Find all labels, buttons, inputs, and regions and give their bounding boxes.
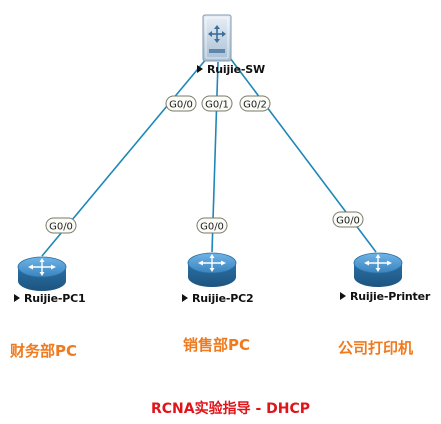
port-label-printer-g0-0: G0/0 — [332, 211, 364, 228]
router-icon-pc2[interactable] — [187, 252, 237, 287]
port-label-sw-g0-0: G0/0 — [165, 95, 197, 112]
printer-name-label: Ruijie-Printer — [340, 290, 430, 303]
switch-icon[interactable] — [202, 14, 232, 62]
pc1-name: Ruijie-PC1 — [24, 292, 86, 305]
dept-label-finance: 财务部PC — [10, 342, 78, 360]
port-label-sw-g0-1: G0/1 — [201, 95, 233, 112]
svg-text:G0/1: G0/1 — [205, 100, 229, 111]
switch-name: Ruijie-SW — [207, 63, 265, 76]
svg-text:G0/0: G0/0 — [49, 222, 73, 233]
dept-label-sales: 销售部PC — [183, 336, 251, 354]
play-arrow-icon — [14, 294, 20, 302]
port-label-pc2-g0-0: G0/0 — [196, 217, 228, 234]
pc1-name-label: Ruijie-PC1 — [14, 292, 86, 305]
dept-label-printer: 公司打印机 — [338, 339, 414, 357]
router-icon-pc1[interactable] — [17, 256, 67, 291]
play-arrow-icon — [197, 65, 203, 73]
pc2-name: Ruijie-PC2 — [192, 292, 254, 305]
play-arrow-icon — [182, 294, 188, 302]
switch-name-label: Ruijie-SW — [197, 63, 265, 76]
svg-text:G0/0: G0/0 — [200, 222, 224, 233]
svg-text:G0/0: G0/0 — [336, 216, 360, 227]
port-label-sw-g0-2: G0/2 — [239, 95, 271, 112]
diagram-caption: RCNA实验指导 - DHCP — [151, 401, 311, 417]
port-label-pc1-g0-0: G0/0 — [45, 217, 77, 234]
printer-name: Ruijie-Printer — [350, 290, 431, 303]
router-icon-printer[interactable] — [353, 252, 403, 287]
svg-text:G0/0: G0/0 — [169, 100, 193, 111]
svg-text:G0/2: G0/2 — [243, 100, 267, 111]
pc2-name-label: Ruijie-PC2 — [182, 292, 254, 305]
play-arrow-icon — [340, 292, 346, 300]
